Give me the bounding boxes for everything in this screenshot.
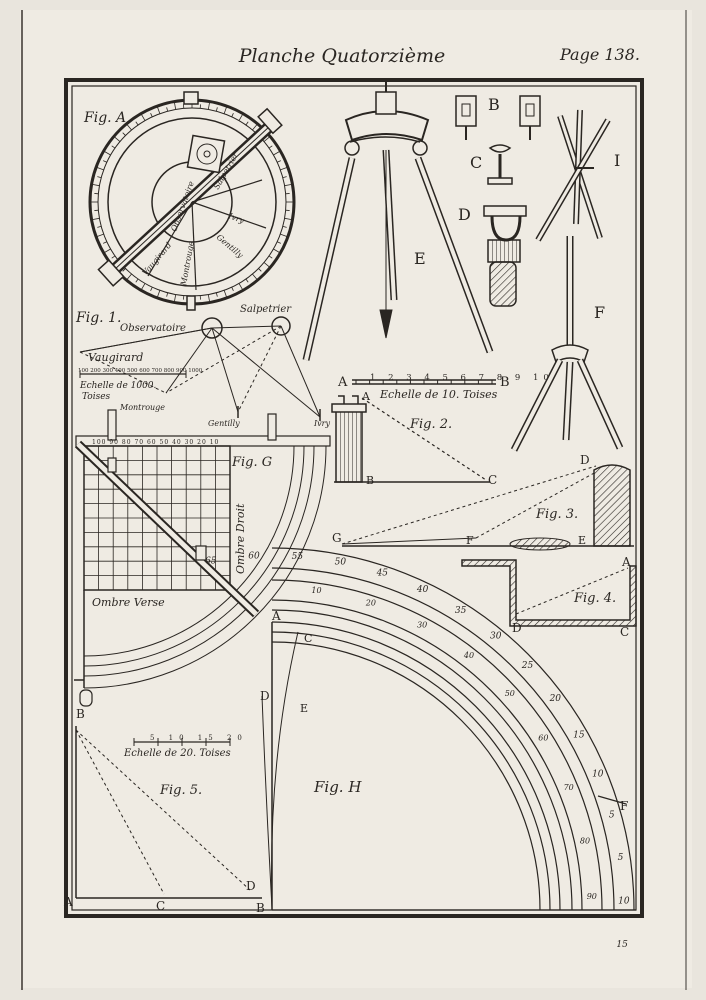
fig-h-inner-number: 70 [564, 783, 574, 792]
tripod-f-label: F [594, 303, 605, 322]
fig-2-point-b-bar: B [500, 375, 510, 390]
fig-3-point-g: G [332, 531, 342, 545]
fig-5-label: Fig. 5. [159, 783, 202, 798]
fig-h-inner-number: 20 [365, 599, 376, 608]
fig-h-outer-number: 35 [455, 606, 467, 616]
fig-2-point-a-tower: A [361, 390, 371, 403]
fig-4-ditch [461, 559, 637, 627]
fig-3-point-f: F [466, 534, 474, 547]
fig-h-label: Fig. H [313, 778, 362, 796]
fig-g-label: Fig. G [231, 455, 272, 470]
fig-1-scale-unit: Toises [82, 392, 111, 402]
fig-3-point-e: E [578, 534, 586, 547]
fig-h-outer-number: 50 [335, 558, 347, 568]
fig-h-inner-number: 30 [417, 621, 427, 630]
fig-4-point-c: C [620, 625, 629, 639]
fig-h-outer-number: 40 [416, 585, 429, 595]
fig-h-outer-number: 10 [592, 770, 604, 780]
fig-h-inner-number: 50 [505, 689, 515, 698]
instrument-i-legs [535, 109, 611, 242]
outer-frame [64, 78, 644, 918]
fig-h-outer-number: 55 [292, 552, 304, 562]
page-number: Page 138. [559, 45, 640, 64]
fig-1-salpetrier: Salpetrier [240, 304, 292, 315]
instrument-part-b [455, 95, 541, 140]
fig-5-point-d: D [246, 879, 256, 893]
part-d-label: D [458, 205, 471, 224]
fig-g-top-scale: 100 90 80 70 60 50 40 30 20 10 [92, 439, 219, 446]
fig-h-inner-number: 60 [538, 733, 548, 742]
fig-1-triangulation [79, 316, 321, 421]
fig-g-ombre-droit: Ombre Droit [234, 503, 247, 574]
fig-h-outer-number: 15 [616, 940, 628, 950]
fig-1-scale-numbers: 100 200 300 400 500 600 700 800 900 1000 [78, 368, 203, 374]
fig-2-label: Fig. 2. [409, 417, 452, 432]
fig-h-point-a: A [271, 609, 281, 623]
fig-5-scale-digits: 5 10 15 20 [150, 734, 248, 742]
instrument-i-label: I [614, 151, 620, 170]
fig-2-point-c: C [488, 473, 497, 487]
fig-3-point-d: D [580, 453, 590, 467]
fig-h-outer-number: 5 [618, 853, 624, 863]
fig-h-outer-number: 15 [573, 731, 585, 741]
fig-h-inner-number: 10 [311, 586, 321, 595]
fig-2-point-a-bar: A [337, 375, 348, 390]
fig-4-label: Fig. 4. [573, 591, 616, 606]
part-b-label: B [488, 95, 500, 114]
fig-g-ombre-verse: Ombre Verse [92, 596, 165, 609]
fig-h-outer-number: 60 [248, 552, 260, 562]
fig-4-point-a: A [621, 555, 631, 569]
fig-3-label: Fig. 3. [535, 507, 578, 522]
fig-h-outer-number: 30 [490, 631, 502, 641]
fig-1-ivry: Ivry [313, 419, 331, 428]
fig-4-point-d: D [512, 621, 522, 635]
part-c-label: C [470, 153, 482, 172]
fig-h-point-e: E [300, 702, 308, 715]
fig-1-observatoire: Observatoire [120, 323, 186, 334]
fig-2-tower [331, 379, 496, 483]
instrument-part-d [483, 205, 527, 307]
fig-2-point-b-tower: B [366, 474, 374, 487]
fig-5-point-c: C [156, 899, 165, 913]
fig-2-scale-digits: 1 2 3 4 5 6 7 8 9 10 [370, 373, 554, 383]
fig-g-quadrant [74, 409, 331, 707]
fig-5-point-b2: B [256, 901, 265, 915]
fig-h-outer-number: 25 [521, 661, 534, 671]
fig-3-tower [341, 464, 634, 551]
fig-2-scale-label: Echelle de 10. Toises [379, 388, 498, 401]
fig-1-scale-label: Echelle de 1000. [79, 381, 157, 391]
fig-a-label: Fig. A [83, 110, 126, 126]
fig-h-inner-number: 80 [580, 837, 590, 846]
fig-h-point-d: D [260, 689, 270, 703]
plate-title: Planche Quatorzième [238, 45, 445, 67]
fig-a-graphometer [88, 91, 296, 311]
fig-h-quadrant [261, 547, 636, 911]
fig-h-point-f: F [620, 799, 628, 813]
fig-h-outer-number: 10 [618, 896, 630, 906]
tripod-e [302, 80, 494, 361]
fig-h-point-c: C [304, 632, 312, 645]
instrument-part-c [487, 144, 513, 185]
fig-1-gentilly: Gentilly [208, 419, 240, 428]
fig-h-inner-number: 90 [587, 892, 597, 901]
fig-h-inner-number: 40 [463, 651, 474, 660]
fig-h-outer-number: 20 [549, 694, 562, 704]
fig-5-triangle [75, 726, 262, 899]
fig-h-outer-number: 5 [609, 811, 615, 821]
fig-1-montrouge: Montrouge [119, 403, 165, 412]
fig-h-outer-number: 65 [205, 556, 217, 566]
fig-5-point-a: A [63, 895, 73, 909]
fig-1-vaugirard: Vaugirard [88, 351, 143, 364]
fig-h-outer-number: 45 [376, 569, 389, 579]
fig-1-label: Fig. 1. [75, 310, 121, 326]
fig-5-point-b: B [76, 707, 85, 721]
tripod-e-label: E [414, 249, 426, 268]
tripod-f [510, 236, 624, 452]
fig-5-scale-label: Echelle de 20. Toises [123, 748, 231, 759]
